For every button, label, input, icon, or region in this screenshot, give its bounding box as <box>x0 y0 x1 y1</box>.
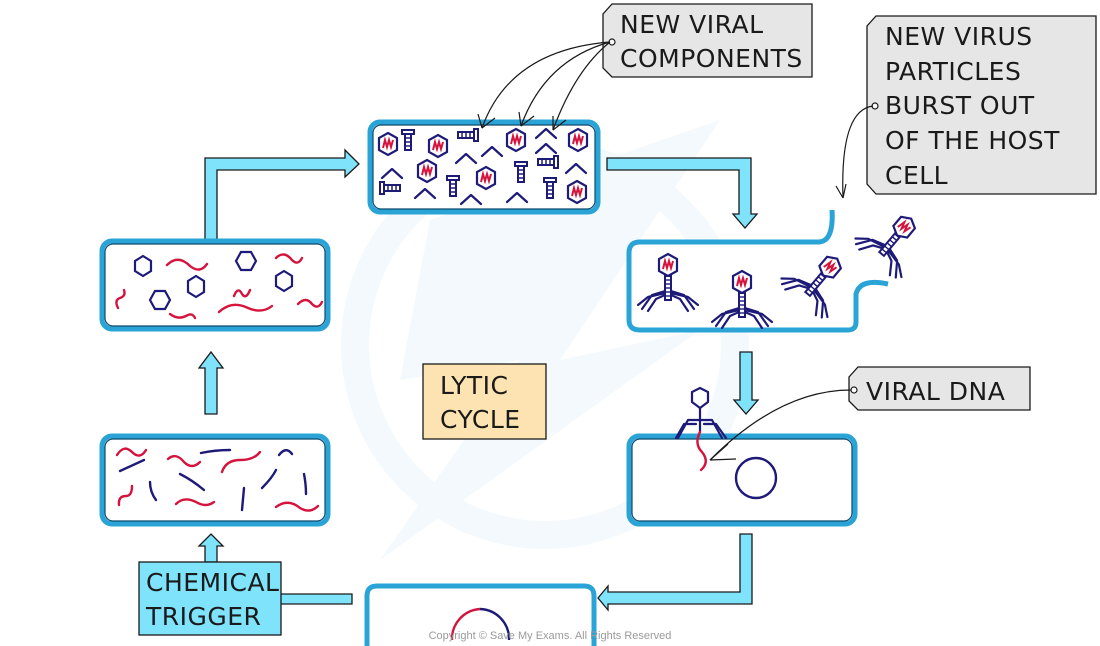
tail-fibre-icon <box>505 191 529 204</box>
tail-core-icon <box>514 161 528 183</box>
viral-components <box>377 127 589 206</box>
capsid-icon <box>427 133 449 159</box>
label-line: CYCLE <box>440 405 521 434</box>
capsid-icon <box>566 179 588 205</box>
phage-icon <box>780 255 843 319</box>
tail-fibre-icon <box>380 167 404 180</box>
label-line: TRIGGER <box>145 602 261 631</box>
mature-phages <box>636 215 917 330</box>
label-viral-dna: VIRAL DNA <box>709 366 1031 461</box>
label-line: BURST OUT <box>885 91 1035 120</box>
integrated-dna-circle <box>450 607 511 641</box>
phage-head-icon <box>818 255 843 279</box>
tail-fibre-icon <box>454 152 478 165</box>
attached-phage <box>674 386 728 472</box>
label-line: PARTICLES <box>885 57 1021 86</box>
tail-core-icon <box>379 181 401 195</box>
phage-head-icon <box>657 252 679 278</box>
cell-dna-fragments <box>99 433 331 527</box>
cell-attachment <box>626 433 858 527</box>
cell-capsids-and-dna <box>99 238 331 332</box>
label-new-viral-components: NEW VIRAL COMPONENTS <box>477 3 813 131</box>
phage-icon <box>710 269 774 330</box>
label-line: VIRAL DNA <box>866 377 1005 406</box>
arrow-left-connector <box>279 593 353 605</box>
tail-fibre-icon <box>459 193 483 206</box>
label-line: NEW VIRAL <box>620 10 764 39</box>
label-lytic-cycle: LYTIC CYCLE <box>422 363 547 440</box>
phage-head-icon <box>892 215 917 239</box>
tail-core-icon <box>537 155 559 169</box>
tail-core-icon <box>401 129 415 151</box>
capsid-icon <box>475 165 497 191</box>
capsid-icon <box>416 158 438 184</box>
label-line: OF THE HOST <box>885 126 1060 155</box>
tail-core-icon <box>457 128 479 142</box>
label-line: CHEMICAL <box>146 568 279 597</box>
capsid-icon <box>377 131 399 157</box>
tail-fibre-icon <box>534 127 558 140</box>
label-line: NEW VIRUS <box>885 22 1033 51</box>
capsid-icon <box>505 127 527 153</box>
host-dna-circle <box>734 456 778 500</box>
label-line: LYTIC <box>440 371 508 400</box>
copyright-notice: Copyright © Save My Exams. All Rights Re… <box>429 630 672 642</box>
dna-fragments <box>115 447 320 512</box>
label-new-virus-particles: NEW VIRUS PARTICLES BURST OUT OF THE HOS… <box>835 15 1097 199</box>
arrow-down-left <box>597 533 753 612</box>
label-line: CELL <box>885 161 948 190</box>
phage-head-icon <box>731 269 753 295</box>
phage-icon <box>854 215 917 279</box>
arrow-up-1 <box>197 350 225 415</box>
capsid-icon <box>567 127 589 153</box>
arrow-right-down <box>606 157 759 229</box>
label-line: COMPONENTS <box>620 44 803 73</box>
arrow-down-1 <box>732 351 760 415</box>
arrow-up-2 <box>197 533 225 563</box>
cell-integration <box>364 583 597 646</box>
phage-icon <box>636 252 700 313</box>
label-chemical-trigger: CHEMICAL TRIGGER <box>138 561 282 636</box>
tail-fibre-icon <box>413 187 437 200</box>
tail-core-icon <box>543 177 557 199</box>
free-capsids-and-dna <box>115 250 324 320</box>
tail-fibre-icon <box>480 145 504 158</box>
tail-core-icon <box>446 175 460 197</box>
tail-fibre-icon <box>564 162 588 175</box>
arrow-up-right <box>204 148 360 241</box>
tail-fibre-icon <box>534 142 558 155</box>
